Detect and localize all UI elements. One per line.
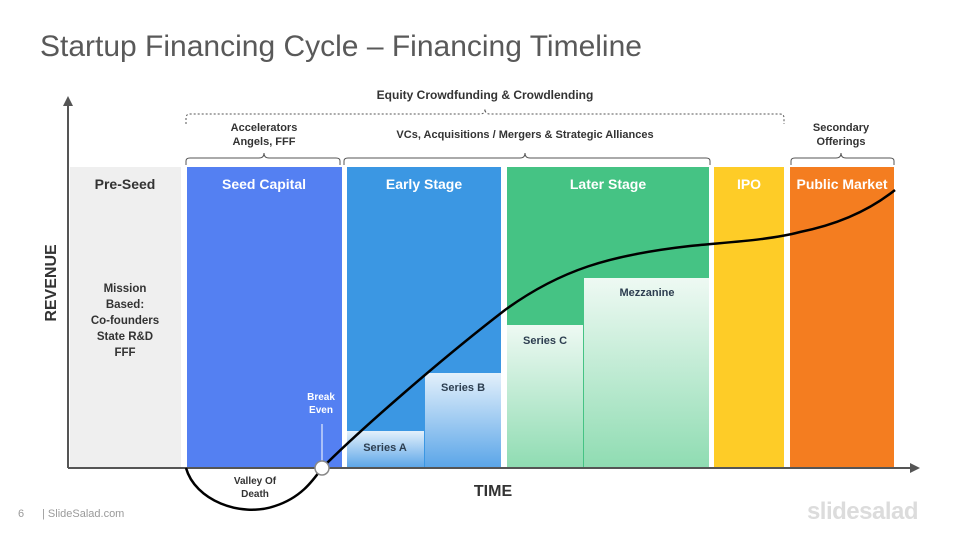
stage-label-ipo: IPO	[737, 176, 761, 192]
break-even-label: Even	[309, 405, 333, 416]
footer-source: | SlideSalad.com	[42, 508, 125, 520]
accelerators-bracket-label: Angels, FFF	[233, 136, 296, 148]
pre-seed-note-line: Mission	[104, 283, 147, 295]
series-c-bar	[507, 325, 583, 468]
stage-column-seed-capital	[187, 167, 342, 468]
series-b-bar	[425, 373, 501, 468]
vcs-bracket-label: VCs, Acquisitions / Mergers & Strategic …	[396, 129, 653, 141]
pre-seed-note-line: State R&D	[97, 331, 153, 343]
stage-column-public-market	[790, 167, 894, 468]
accelerators-bracket	[185, 152, 341, 165]
secondary-bracket-label: Secondary	[813, 122, 870, 134]
mezzanine-bar	[584, 278, 709, 468]
page-number: 6	[18, 508, 25, 520]
valley-of-death-label: Valley Of	[234, 476, 277, 487]
stage-label-later-stage: Later Stage	[570, 176, 646, 192]
x-axis-label: TIME	[474, 483, 513, 500]
equity-bracket-label: Equity Crowdfunding & Crowdlending	[377, 88, 594, 102]
valley-of-death-label: Death	[241, 489, 269, 500]
pre-seed-note-line: FFF	[114, 347, 135, 359]
series-a-label: Series A	[363, 442, 407, 454]
accelerators-bracket-label: Accelerators	[231, 122, 298, 134]
revenue-curve	[184, 189, 896, 511]
brand-logo: slidesalad	[806, 498, 919, 525]
stage-column-ipo	[714, 167, 784, 468]
stage-label-pre-seed: Pre-Seed	[95, 176, 156, 192]
stage-label-early-stage: Early Stage	[386, 176, 462, 192]
stage-column-pre-seed	[70, 167, 181, 468]
break-even-point	[314, 460, 330, 476]
slide-title: Startup Financing Cycle – Financing Time…	[40, 30, 642, 63]
stage-label-public-market: Public Market	[796, 176, 887, 192]
secondary-bracket	[790, 152, 895, 165]
series-c-label: Series C	[523, 335, 567, 347]
secondary-bracket-label: Offerings	[817, 136, 866, 148]
vcs-bracket	[343, 152, 711, 165]
series-a-bar	[347, 431, 424, 468]
series-b-label: Series B	[441, 382, 485, 394]
break-even-label: Break	[307, 392, 335, 403]
pre-seed-note-line: Based:	[106, 299, 144, 311]
pre-seed-note-line: Co-founders	[91, 315, 159, 327]
mezzanine-label: Mezzanine	[619, 287, 674, 299]
stage-label-seed-capital: Seed Capital	[222, 176, 306, 192]
x-axis-arrow-icon	[910, 463, 920, 473]
y-axis-arrow-icon	[63, 96, 73, 106]
y-axis-label: REVENUE	[43, 244, 60, 322]
